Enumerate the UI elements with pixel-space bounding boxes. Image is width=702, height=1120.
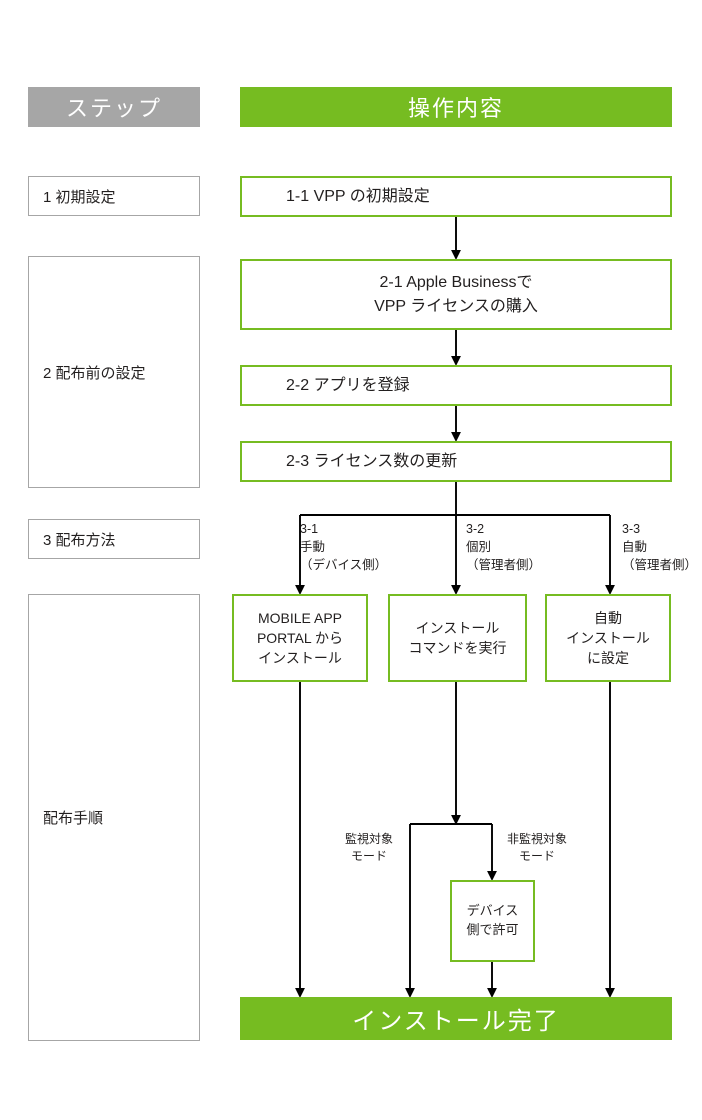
header-step: ステップ (28, 87, 200, 127)
flow-box-install-complete: インストール完了 (240, 997, 672, 1040)
mode-label-unsupervised: 非監視対象 モード (506, 832, 567, 863)
flow-box-3-2[interactable]: インストール コマンドを実行 (388, 594, 527, 682)
step-box-2: 2 配布前の設定 (28, 256, 200, 488)
step-box-3: 3 配布方法 (28, 519, 200, 559)
flow-box-3-1[interactable]: MOBILE APP PORTAL から インストール (232, 594, 368, 682)
flow-box-device-allow[interactable]: デバイス 側で許可 (450, 880, 535, 962)
header-operation: 操作内容 (240, 87, 672, 127)
step-box-4: 配布手順 (28, 594, 200, 1041)
flow-box-2-3[interactable]: 2-3 ライセンス数の更新 (240, 441, 672, 482)
flow-box-2-1[interactable]: 2-1 Apple Businessで VPP ライセンスの購入 (240, 259, 672, 330)
branch-label-3-1: 3-1 手動 （デバイス側） (300, 522, 388, 572)
flow-box-3-3[interactable]: 自動 インストール に設定 (545, 594, 671, 682)
mode-label-supervised: 監視対象 モード (344, 832, 393, 863)
step-box-1: 1 初期設定 (28, 176, 200, 216)
branch-label-3-2: 3-2 個別 （管理者側） (466, 522, 542, 572)
flow-box-1-1[interactable]: 1-1 VPP の初期設定 (240, 176, 672, 217)
flow-box-2-2[interactable]: 2-2 アプリを登録 (240, 365, 672, 406)
branch-label-3-3: 3-3 自動 （管理者側） (622, 522, 698, 572)
